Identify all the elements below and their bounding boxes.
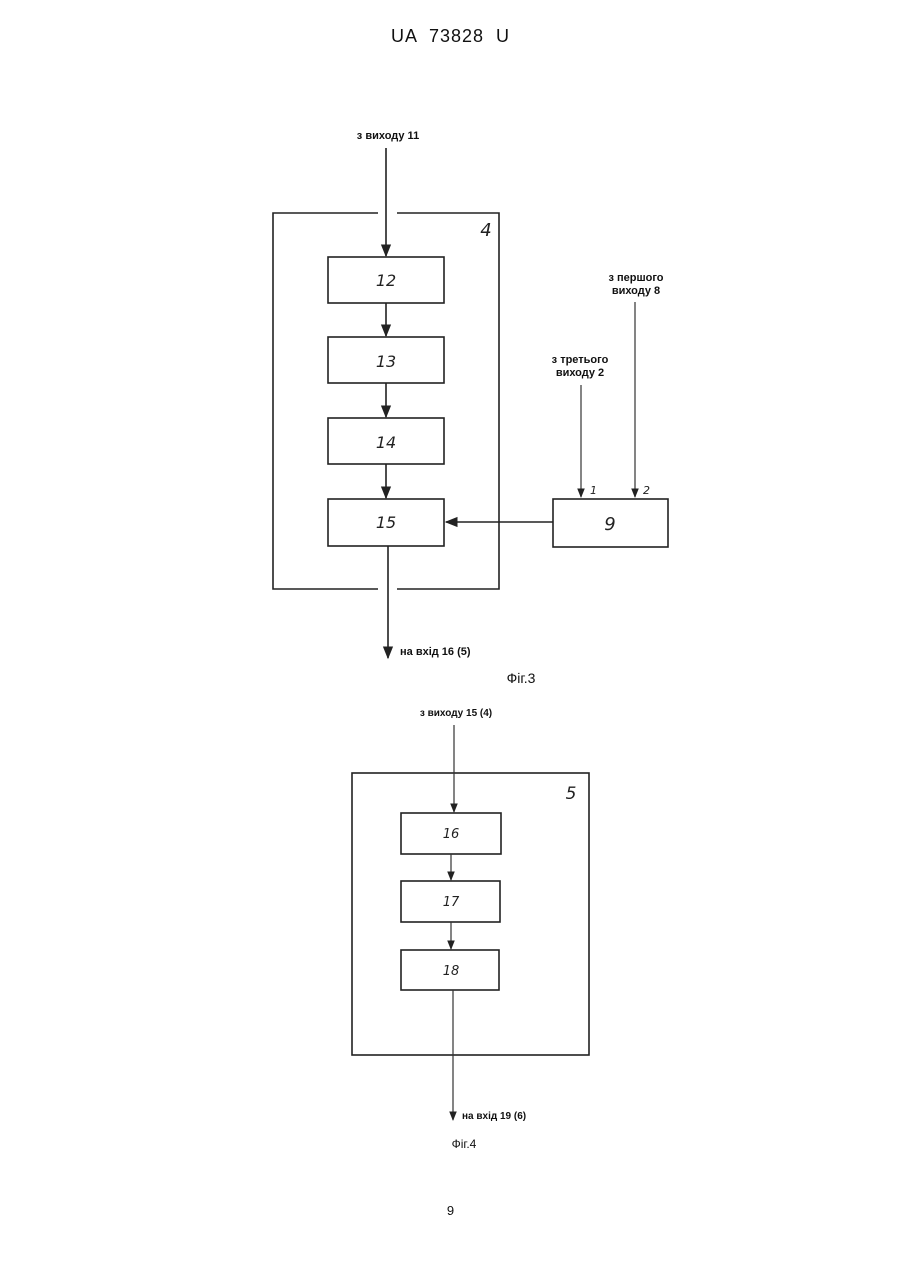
block-18-label: 18 — [443, 964, 460, 979]
block-13-label: 13 — [376, 352, 396, 371]
fig4-caption: Фіг.4 — [452, 1137, 477, 1151]
port-2-label: 2 — [643, 484, 650, 497]
block-17-label: 17 — [443, 895, 460, 910]
figure-3: 4 з виходу 11 12 13 14 15 на вхід 16 (5) — [273, 130, 668, 686]
input-third-line2: виходу 2 — [556, 367, 604, 379]
input-first-line2: виходу 8 — [612, 285, 660, 297]
block-4-label: 4 — [480, 220, 491, 241]
fig3-input-label: з виходу 11 — [357, 130, 419, 142]
fig3-caption: Фіг.3 — [507, 670, 536, 686]
fig4-output-label: на вхід 19 (6) — [462, 1111, 526, 1122]
block-16-label: 16 — [443, 827, 460, 842]
input-first-line1: з першого — [608, 272, 663, 284]
page-number: 9 — [0, 1203, 901, 1218]
block-15-label: 15 — [376, 513, 396, 532]
fig3-output-label: на вхід 16 (5) — [400, 646, 471, 658]
block-9-label: 9 — [604, 514, 615, 535]
block-12-label: 12 — [376, 271, 396, 290]
figure-4: 5 з виходу 15 (4) 16 17 18 на вхід 19 (6… — [352, 708, 589, 1151]
block-14-label: 14 — [376, 433, 396, 452]
port-1-label: 1 — [590, 484, 597, 497]
fig4-input-label: з виходу 15 (4) — [420, 708, 492, 719]
block-5-label: 5 — [566, 784, 577, 804]
input-third-line1: з третього — [552, 354, 609, 366]
